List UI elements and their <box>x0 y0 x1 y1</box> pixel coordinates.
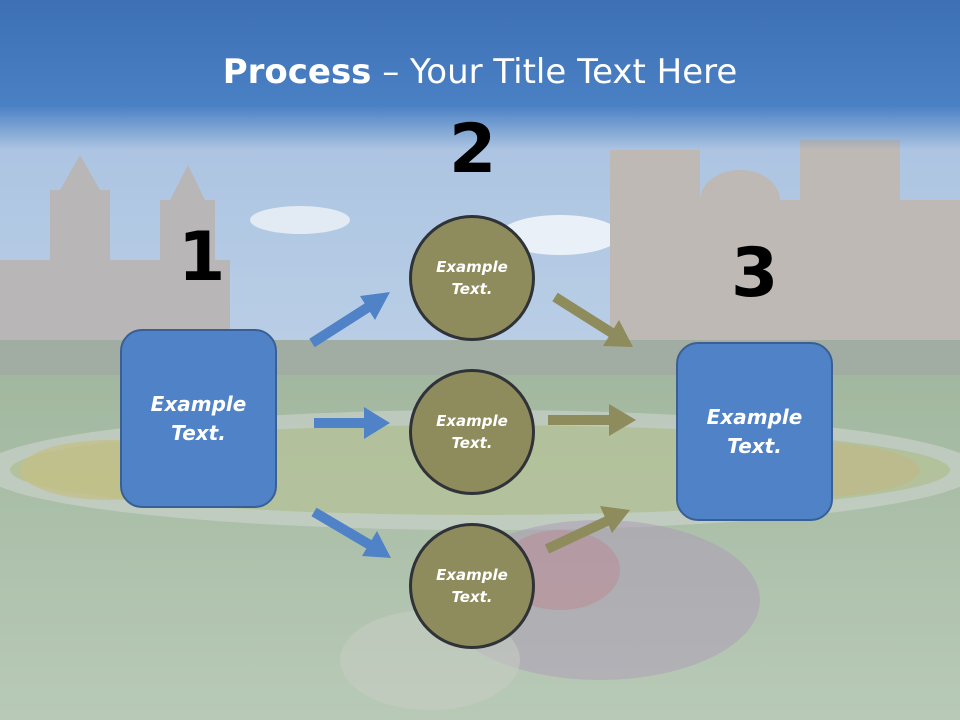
arrow-left-to-middle <box>314 407 390 439</box>
process-circle-top: Example Text. <box>409 215 535 341</box>
circle-bottom-line2: Text. <box>451 588 493 606</box>
blue-arrows <box>309 292 391 558</box>
arrow-bottom-to-right <box>544 506 630 554</box>
arrow-left-to-top <box>309 292 390 348</box>
title-bold: Process <box>222 52 372 92</box>
circle-middle-line2: Text. <box>451 434 493 452</box>
circle-bottom-line1: Example <box>436 565 508 584</box>
process-circle-bottom: Example Text. <box>409 523 535 649</box>
right-box-line1: Example <box>706 404 803 429</box>
circle-top-line2: Text. <box>451 280 493 298</box>
step-number-2: 2 <box>449 110 497 189</box>
arrow-left-to-bottom <box>311 507 391 558</box>
circle-middle-line1: Example <box>436 411 508 430</box>
title-rest: – Your Title Text Here <box>371 52 738 92</box>
arrow-top-to-right <box>552 292 633 347</box>
right-box-line2: Text. <box>727 433 782 458</box>
step-number-1: 1 <box>178 218 226 297</box>
arrow-middle-to-right <box>548 404 636 436</box>
slide-title: Process – Your Title Text Here <box>0 52 960 92</box>
left-process-box: Example Text. <box>120 329 277 508</box>
left-box-line1: Example <box>150 391 247 416</box>
right-process-box: Example Text. <box>676 342 833 521</box>
olive-arrows <box>544 292 636 554</box>
step-number-3: 3 <box>731 234 779 313</box>
title-bar <box>0 0 960 150</box>
left-box-line2: Text. <box>171 420 226 445</box>
process-circle-middle: Example Text. <box>409 369 535 495</box>
circle-top-line1: Example <box>436 257 508 276</box>
